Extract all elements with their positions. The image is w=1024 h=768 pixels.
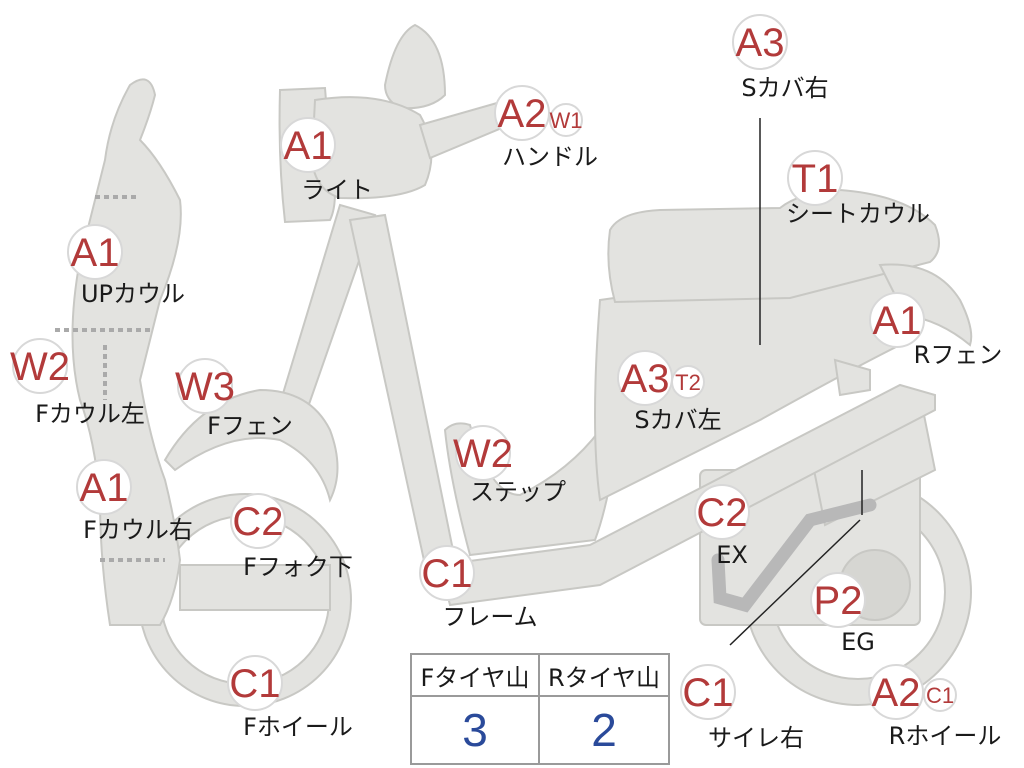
grade-text: A1 xyxy=(80,466,129,510)
front-fender-shape xyxy=(163,388,339,503)
part-label: Sカバ左 xyxy=(634,406,721,434)
grade-text: C2 xyxy=(232,500,283,544)
grade-badge xyxy=(494,85,550,141)
grade-text: A2 xyxy=(498,92,547,136)
part-label: EG xyxy=(841,628,875,656)
part-label: EX xyxy=(716,541,748,569)
grade-badge xyxy=(67,224,123,280)
part-label: ライト xyxy=(301,176,373,204)
seat-shape xyxy=(607,188,940,304)
grade-badge xyxy=(869,292,925,348)
fork-lower-shape xyxy=(179,564,331,611)
grade-badge xyxy=(227,655,283,711)
grade-text: A1 xyxy=(284,124,333,168)
grade-text: W3 xyxy=(175,365,235,409)
floor-step-shape xyxy=(443,418,622,557)
part-label: ステップ xyxy=(470,478,566,506)
part-label: UPカウル xyxy=(81,280,185,308)
rear-tire-value: 2 xyxy=(591,704,617,756)
exhaust-pipe-shape xyxy=(711,498,877,613)
head-shape xyxy=(310,96,433,200)
part-light: A1 ライト xyxy=(280,117,373,204)
part-label: Rフェン xyxy=(914,341,1003,369)
grade-text: A1 xyxy=(71,231,120,275)
part-label: Fフォク下 xyxy=(243,553,353,581)
grade-text: C1 xyxy=(682,671,733,715)
part-label: Fカウル左 xyxy=(35,400,145,428)
frame-down-tube-shape xyxy=(348,213,457,567)
part-label: Rホイール xyxy=(889,722,1002,750)
part-frame: C1 フレーム xyxy=(419,545,538,631)
grade-badge xyxy=(230,493,286,549)
grade-text: W2 xyxy=(10,345,70,389)
grade-badge xyxy=(76,459,132,515)
part-label: ハンドル xyxy=(502,143,598,171)
sub-grade-badge xyxy=(549,103,583,137)
grade-badge xyxy=(12,338,68,394)
grade-badge xyxy=(680,664,736,720)
rear-fender-shape xyxy=(878,263,973,347)
part-label: Fカウル右 xyxy=(83,516,193,544)
part-label: Fホイール xyxy=(243,713,353,741)
mirror-shape xyxy=(383,23,447,110)
grade-badge xyxy=(810,572,866,628)
grade-text: A3 xyxy=(621,357,670,401)
grade-text: A3 xyxy=(736,21,785,65)
grade-text: C1 xyxy=(229,662,280,706)
grade-badge xyxy=(455,425,511,481)
frame-main-rail-shape xyxy=(438,383,936,607)
grade-text: C2 xyxy=(696,491,747,535)
sub-grade-badge xyxy=(923,678,957,712)
grade-badge xyxy=(419,545,475,601)
grade-text: C1 xyxy=(421,552,472,596)
part-label: フレーム xyxy=(442,603,537,631)
grade-text: A2 xyxy=(872,671,921,715)
part-label: Fフェン xyxy=(207,412,293,440)
grade-badge xyxy=(868,664,924,720)
part-label: サイレ右 xyxy=(708,724,804,752)
grade-text: P2 xyxy=(814,579,863,623)
sub-grade-text: T2 xyxy=(675,370,701,395)
part-label: Sカバ右 xyxy=(741,74,828,102)
grade-badge xyxy=(732,14,788,70)
front-tire-header: Fタイヤ山 xyxy=(412,655,540,697)
sub-grade-text: W1 xyxy=(550,108,583,133)
sub-grade-badge xyxy=(671,365,705,399)
grade-text: A1 xyxy=(873,299,922,343)
grade-badge xyxy=(694,484,750,540)
part-silencer-right: C1 サイレ右 xyxy=(680,664,804,752)
grade-badge xyxy=(787,150,843,206)
front-tire-value: 3 xyxy=(412,697,540,763)
grade-text: T1 xyxy=(792,157,839,201)
tire-tread-table: Fタイヤ山 Rタイヤ山 3 2 xyxy=(410,653,670,765)
part-label: シートカウル xyxy=(786,200,930,228)
sub-grade-text: C1 xyxy=(926,683,954,708)
rear-tire-header: Rタイヤ山 xyxy=(540,655,668,697)
grade-badge xyxy=(280,117,336,173)
grade-badge xyxy=(177,358,233,414)
grade-text: W2 xyxy=(453,432,513,476)
